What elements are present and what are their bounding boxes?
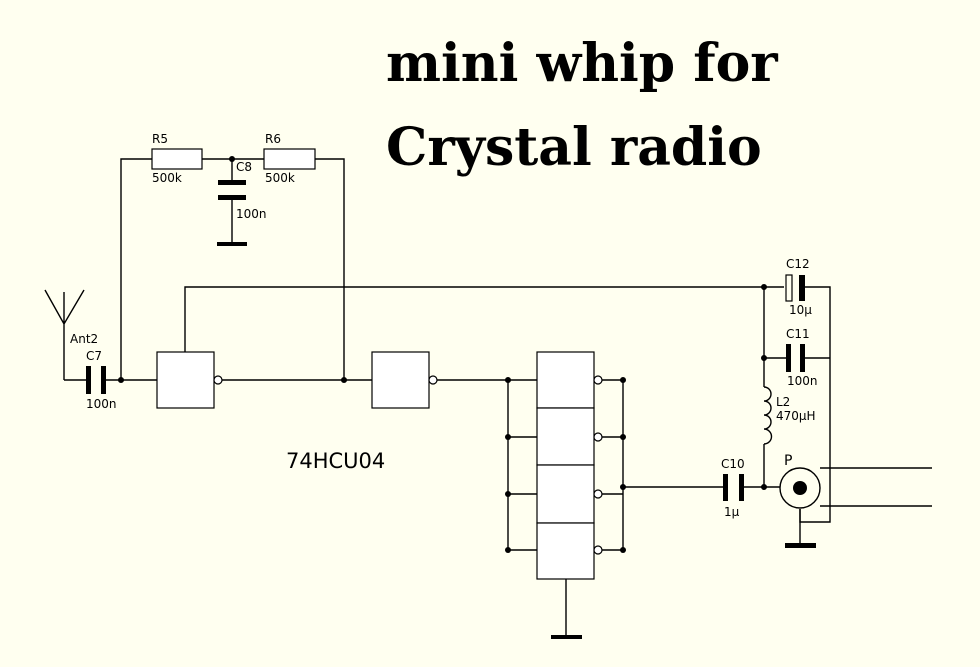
c12-value: 10µ — [789, 303, 812, 317]
c7-value: 100n — [86, 397, 117, 411]
r5-resistor — [151, 148, 203, 170]
chip-label: 74HCU04 — [286, 449, 385, 473]
inverter-gate-5 — [536, 464, 595, 524]
inverter-gate-1 — [156, 351, 215, 409]
c11-capacitor — [786, 344, 805, 372]
wire-bias-network — [120, 158, 345, 380]
c12-capacitor — [785, 274, 805, 302]
junction — [620, 547, 626, 553]
inverter-gate-3 — [536, 351, 595, 409]
junction — [620, 377, 626, 383]
c8-ref: C8 — [236, 160, 252, 174]
wire-parallel-outputs — [602, 379, 624, 551]
gate-6-output-bubble — [593, 545, 603, 555]
title-line-2: Crystal radio — [386, 117, 762, 178]
junction — [505, 377, 511, 383]
c8-value: 100n — [236, 207, 267, 221]
wire-parallel-inputs — [507, 380, 537, 551]
coax-connector — [779, 467, 821, 509]
l2-inductor — [763, 386, 773, 445]
c11-value: 100n — [787, 374, 818, 388]
connector-ref: P — [784, 453, 792, 469]
junction — [761, 284, 767, 290]
r5-ref: R5 — [152, 132, 168, 146]
r6-ref: R6 — [265, 132, 281, 146]
r5-value: 500k — [152, 171, 182, 185]
gate-5-output-bubble — [593, 489, 603, 499]
ground-bias — [217, 242, 247, 246]
gate-4-output-bubble — [593, 432, 603, 442]
c7-capacitor — [86, 366, 106, 394]
ground-stack — [551, 635, 582, 639]
c11-ref: C11 — [786, 327, 810, 341]
l2-ref: L2 — [776, 395, 790, 409]
ant2-label: Ant2 — [70, 332, 98, 346]
c8-capacitor — [218, 180, 246, 200]
junction — [505, 491, 511, 497]
ground-connector — [785, 543, 816, 548]
coax-cable — [820, 467, 932, 507]
r6-resistor — [263, 148, 316, 170]
title-line-1: mini whip for — [386, 33, 778, 94]
l2-value: 470µH — [776, 409, 816, 423]
antenna-symbol — [44, 289, 85, 380]
r6-value: 500k — [265, 171, 295, 185]
c10-capacitor — [723, 474, 744, 501]
inverter-gate-4 — [536, 407, 595, 466]
c12-ref: C12 — [786, 257, 810, 271]
gate-2-output-bubble — [428, 375, 438, 385]
c7-ref: C7 — [86, 349, 102, 363]
gate-3-output-bubble — [593, 375, 603, 385]
inverter-gate-2 — [371, 351, 430, 409]
inverter-gate-6 — [536, 522, 595, 580]
c10-value: 1µ — [724, 505, 740, 519]
junction — [505, 547, 511, 553]
junction-feedback — [341, 377, 347, 383]
c10-ref: C10 — [721, 457, 745, 471]
junction — [620, 434, 626, 440]
junction — [505, 434, 511, 440]
gate-1-output-bubble — [213, 375, 223, 385]
junction — [761, 484, 767, 490]
